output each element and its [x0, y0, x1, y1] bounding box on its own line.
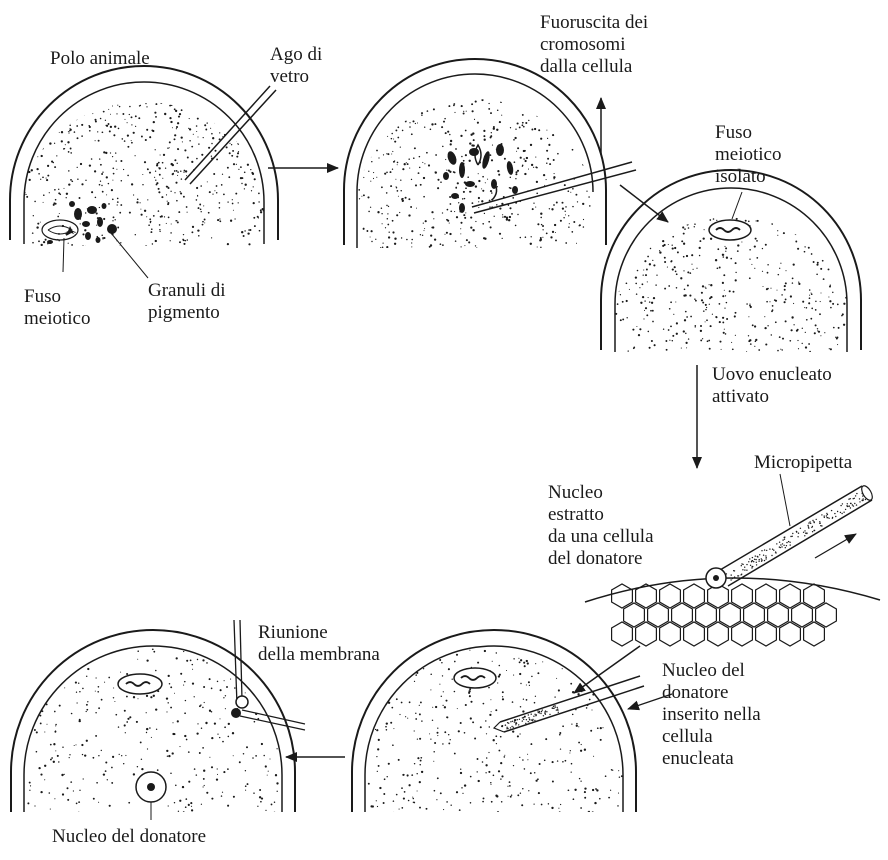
label-fuoruscita-cromosomi: Fuoruscita dei cromosomi dalla cellula	[540, 12, 648, 78]
egg-1-meiotic-spindle	[42, 220, 78, 240]
egg-3-outer-membrane	[601, 170, 861, 350]
label-micropipetta: Micropipetta	[754, 452, 852, 474]
egg-3-inner-membrane	[615, 188, 847, 352]
label-nucleo-del-donatore: Nucleo del donatore	[52, 826, 206, 848]
egg-6-polar-spindle	[118, 674, 162, 694]
label-uovo-enucleato-attivato: Uovo enucleato attivato	[712, 364, 832, 408]
label-granuli-di-pigmento: Granuli di pigmento	[148, 280, 226, 324]
label-fuso-meiotico: Fuso meiotico	[24, 286, 90, 330]
egg-5-inner-membrane	[365, 646, 623, 812]
label-nucleo-donatore-inserito: Nucleo del donatore inserito nella cellu…	[662, 660, 761, 770]
leader-fuso-meiotico	[63, 238, 64, 272]
donor-tissue-cells	[612, 584, 837, 646]
egg-5-injection-pipette	[494, 676, 672, 732]
egg-1-glass-needle	[185, 86, 276, 184]
label-fuso-meiotico-isolato: Fuso meiotico isolato	[715, 122, 781, 188]
egg-6-donor-nucleus	[136, 772, 166, 802]
egg-5-polar-spindle	[454, 668, 496, 688]
extracted-donor-nucleus	[706, 568, 726, 588]
egg-5-outer-membrane	[352, 630, 636, 812]
egg-cell-5	[352, 630, 672, 855]
label-ago-di-vetro: Ago di vetro	[270, 44, 322, 88]
micropipette	[720, 474, 874, 586]
egg-2-inner-membrane	[357, 74, 593, 248]
egg-2-chromosome-cluster	[443, 144, 518, 213]
micropipette-stipple	[726, 493, 866, 581]
leader-granuli	[111, 233, 148, 278]
egg-3-isolated-spindle	[709, 220, 751, 240]
label-nucleo-estratto: Nucleo estratto da una cellula del donat…	[548, 482, 654, 570]
label-riunione-membrana: Riunione della membrana	[258, 622, 380, 666]
egg-1-cytoplasm-stipple	[24, 84, 264, 320]
label-polo-animale: Polo animale	[50, 48, 150, 70]
leader-fuso-isolato	[732, 192, 742, 219]
egg-1-pigment-granules	[47, 201, 117, 244]
egg-cell-1	[10, 66, 278, 320]
egg-cell-2	[344, 59, 636, 310]
